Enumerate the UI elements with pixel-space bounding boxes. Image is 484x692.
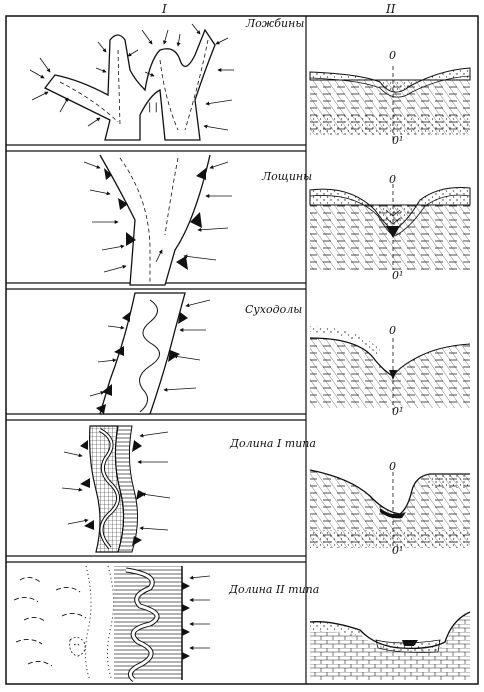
plan-loshchiny <box>100 155 210 285</box>
arrows-dolina-2 <box>190 576 210 648</box>
axis-bottom-label: 0¹ <box>392 269 403 282</box>
row-label: Долина II типа <box>229 583 319 596</box>
row-label: Ложбины <box>246 17 304 30</box>
plan-dolina-1 <box>80 426 146 552</box>
column-header-section: II <box>386 2 395 16</box>
axis-top-label: 0 <box>389 173 396 186</box>
section-dolina-1 <box>310 470 470 552</box>
flow-marks: | | <box>148 102 158 113</box>
row-label: Суходолы <box>245 303 302 316</box>
plan-sukhodoly <box>96 293 188 414</box>
column-header-plan: I <box>162 2 167 16</box>
section-dolina-2 <box>310 612 470 680</box>
row-label: Лощины <box>262 170 312 183</box>
axis-top-label: 0 <box>389 49 396 62</box>
section-sukhodoly <box>310 326 470 410</box>
axis-top-label: 0 <box>389 460 396 473</box>
row-label: Долина I типа <box>230 437 316 450</box>
axis-bottom-label: 0¹ <box>392 134 403 147</box>
section-loshchiny <box>310 184 470 270</box>
axis-bottom-label: 0¹ <box>392 544 403 557</box>
axis-bottom-label: 0¹ <box>392 405 403 418</box>
section-lozhbiny <box>310 66 470 140</box>
axis-top-label: 0 <box>389 324 396 337</box>
plan-lozhbiny <box>45 30 215 140</box>
plan-dolina-2 <box>10 566 190 680</box>
